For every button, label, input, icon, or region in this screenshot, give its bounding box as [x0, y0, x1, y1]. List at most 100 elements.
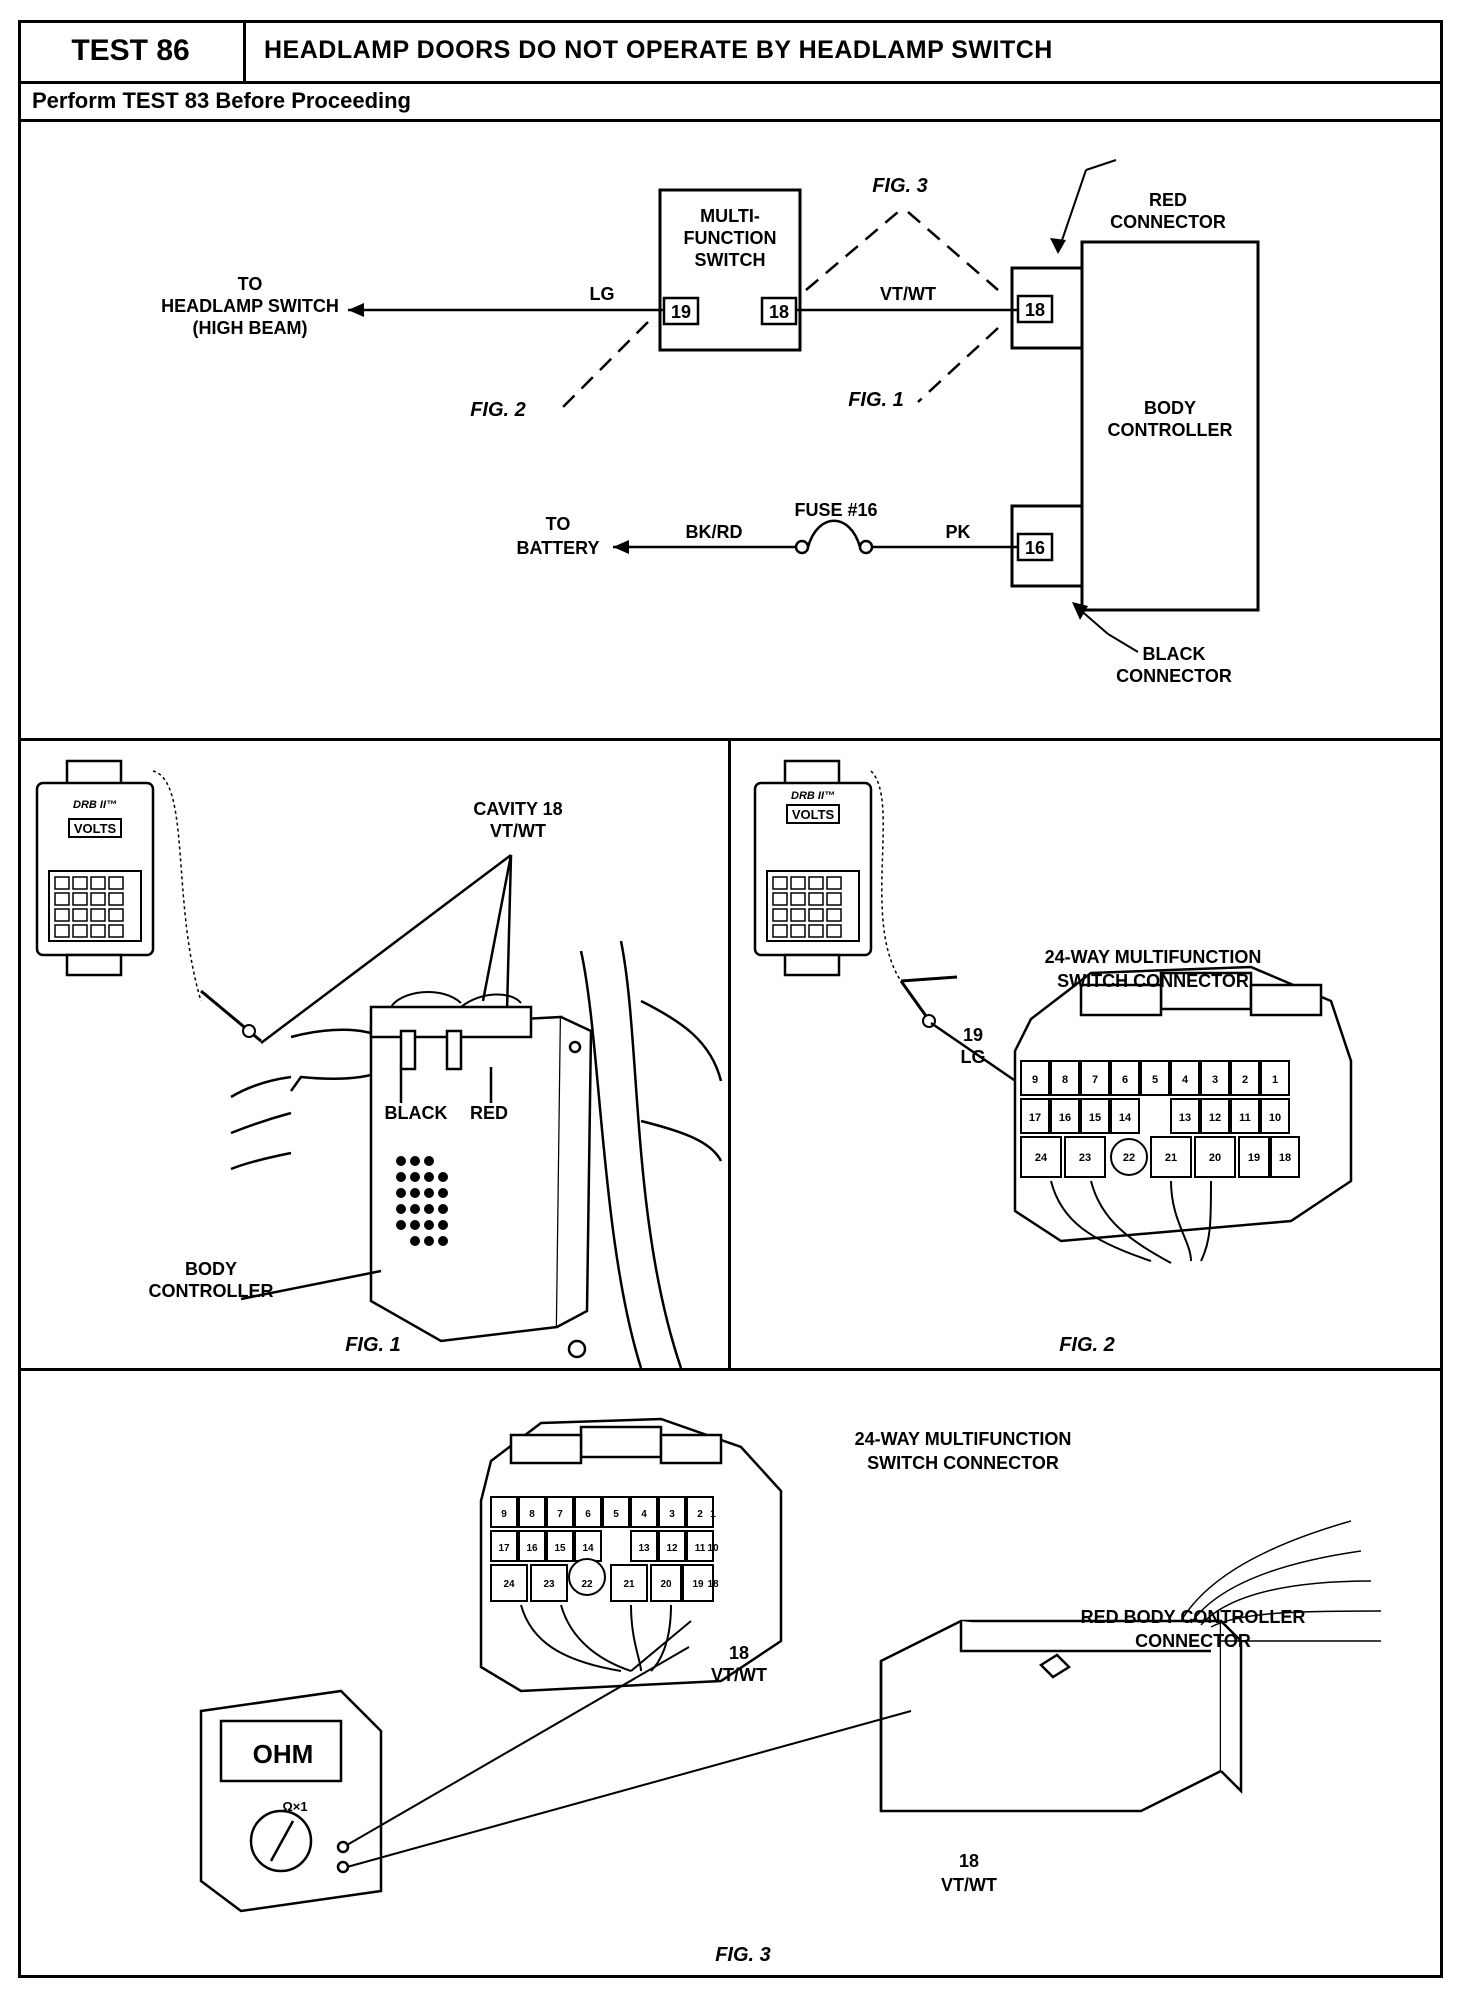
connector-pin-number: 7: [1092, 1074, 1098, 1086]
connector-pin-number: 19: [692, 1579, 704, 1590]
connector-pin-number: 12: [1209, 1112, 1221, 1124]
connector-pin-number: 22: [1123, 1152, 1135, 1164]
connector-pin-number: 1: [1272, 1074, 1278, 1086]
connector-pin-number: 18: [1279, 1152, 1291, 1164]
connector-pin-number: 14: [1119, 1112, 1132, 1124]
connector-pin-number: 12: [666, 1543, 678, 1554]
connector-pin-number: 18: [707, 1579, 719, 1590]
fig1-caption: FIG. 1: [345, 1334, 401, 1356]
red-connector-label: RED: [470, 1103, 508, 1123]
connector-pin-number: 3: [669, 1509, 675, 1520]
wire-vtwt-label: VT/WT: [880, 284, 936, 304]
connector-pin-number: 24: [1035, 1152, 1048, 1164]
test-number: TEST 86: [18, 20, 246, 81]
red-controller-label-1: RED BODY CONTROLLER: [1081, 1607, 1306, 1627]
connector-pin-number: 22: [581, 1579, 593, 1590]
fig3-pin-a-label-1: 18: [729, 1643, 749, 1663]
to-battery-2: BATTERY: [517, 538, 600, 558]
connector-pin-number: 24: [503, 1579, 515, 1590]
connector-pin-number: 1: [710, 1509, 716, 1520]
connector-pin-number: 17: [498, 1543, 510, 1554]
test-title: HEADLAMP DOORS DO NOT OPERATE BY HEADLAM…: [264, 36, 1053, 64]
fig3-connector-label-1: 24-WAY MULTIFUNCTION: [855, 1429, 1072, 1449]
fig3-caption: FIG. 3: [715, 1944, 771, 1966]
body-controller-label-1: BODY: [185, 1259, 237, 1279]
black-connector-label-2: CONNECTOR: [1116, 666, 1232, 686]
fig3-callout: FIG. 3: [872, 175, 928, 197]
connector-pin-number: 23: [543, 1579, 555, 1590]
multifunction-switch-box: [658, 188, 802, 352]
divider-fig1-fig2: [728, 738, 731, 1370]
connector-pin-number: 19: [1248, 1152, 1260, 1164]
black-connector-box: [1010, 504, 1084, 588]
mfs-label-2: FUNCTION: [684, 228, 777, 248]
to-battery-1: TO: [546, 514, 571, 534]
connector-pin-number: 17: [1029, 1112, 1041, 1124]
wire-lg-label: LG: [590, 284, 615, 304]
connector-pin-number: 21: [623, 1579, 635, 1590]
fuse-label: FUSE #16: [794, 500, 877, 520]
fig2-pin-label-1: 19: [963, 1025, 983, 1045]
body-controller-label-1: BODY: [1144, 398, 1196, 418]
pin-19-label: 19: [671, 302, 691, 322]
test-prerequisite: Perform TEST 83 Before Proceeding: [18, 84, 1443, 122]
fig2-pin-label-2: LG: [961, 1047, 986, 1067]
connector-pin-number: 6: [1122, 1074, 1128, 1086]
cavity-label-2: VT/WT: [490, 821, 546, 841]
ohmmeter: [199, 1689, 383, 1913]
wire-bkrd-label: BK/RD: [686, 522, 743, 542]
drb-meter-fig1: [35, 759, 155, 977]
fig1-illustration: DRB II™ VOLTS: [35, 759, 723, 1368]
wire-pk-label: PK: [945, 522, 970, 542]
mfs-label-1: MULTI-: [700, 206, 760, 226]
pin-16-label: 16: [1025, 538, 1045, 558]
connector-pin-number: 4: [1182, 1074, 1189, 1086]
connector-pin-number: 16: [526, 1543, 538, 1554]
to-headlamp-2: HEADLAMP SWITCH: [161, 296, 339, 316]
test-header: TEST 86 HEADLAMP DOORS DO NOT OPERATE BY…: [18, 20, 1443, 84]
mfs-label-3: SWITCH: [695, 250, 766, 270]
fig1-callout: FIG. 1: [848, 389, 904, 411]
black-connector-label-1: BLACK: [1143, 644, 1206, 664]
connector-pin-number: 15: [554, 1543, 566, 1554]
body-controller-label-2: CONTROLLER: [1108, 420, 1233, 440]
red-connector-label-2: CONNECTOR: [1110, 212, 1226, 232]
fig2-callout: FIG. 2: [470, 399, 526, 421]
connector-pin-number: 5: [1152, 1074, 1158, 1086]
connector-pin-number: 9: [501, 1509, 507, 1520]
connector-pin-number: 8: [1062, 1074, 1068, 1086]
connector-pin-number: 23: [1079, 1152, 1091, 1164]
fig3-illustration: OHM Ω×1 24-WAY MULTIFUNCTION SWITCH CONN…: [199, 1417, 1382, 1966]
meter-mode-fig1: VOLTS: [74, 821, 117, 836]
connector-pin-number: 3: [1212, 1074, 1218, 1086]
connector-pin-number: 20: [660, 1579, 672, 1590]
body-controller-label-2: CONTROLLER: [149, 1281, 274, 1301]
body-controller-box: [1080, 240, 1260, 612]
red-controller-label-2: CONNECTOR: [1135, 1631, 1251, 1651]
red-body-controller-connector: [879, 1619, 1243, 1813]
connector-pin-number: 11: [1239, 1112, 1251, 1124]
connector-pin-number: 16: [1059, 1112, 1071, 1124]
connector-pin-number: 15: [1089, 1112, 1101, 1124]
ohmmeter-display: OHM: [253, 1739, 314, 1769]
page-frame: [18, 20, 1443, 1978]
connector-pin-number: 5: [613, 1509, 619, 1520]
red-connector-label-1: RED: [1149, 190, 1187, 210]
connector-pin-number: 21: [1165, 1152, 1177, 1164]
connector-pin-number: 2: [1242, 1074, 1248, 1086]
to-headlamp-3: (HIGH BEAM): [193, 318, 308, 338]
black-connector-label: BLACK: [385, 1103, 448, 1123]
pin-18-bc-label: 18: [1025, 300, 1045, 320]
fig3-pin-b-label-2: VT/WT: [941, 1875, 997, 1895]
connector-pin-number: 8: [529, 1509, 535, 1520]
connector-pin-number: 13: [1179, 1112, 1191, 1124]
fig2-caption: FIG. 2: [1059, 1334, 1115, 1356]
connector-pin-number: 13: [638, 1543, 650, 1554]
red-connector-box: [1010, 266, 1084, 350]
cavity-label-1: CAVITY 18: [473, 799, 562, 819]
connector-pin-number: 14: [582, 1543, 594, 1554]
connector-pin-number: 11: [695, 1543, 706, 1554]
wiring-schematic: MULTI- FUNCTION SWITCH 19 18 18 16 TO HE…: [161, 159, 1260, 686]
meter-brand-fig2: DRB II™: [791, 790, 835, 802]
connector-pin-number: 20: [1209, 1152, 1221, 1164]
